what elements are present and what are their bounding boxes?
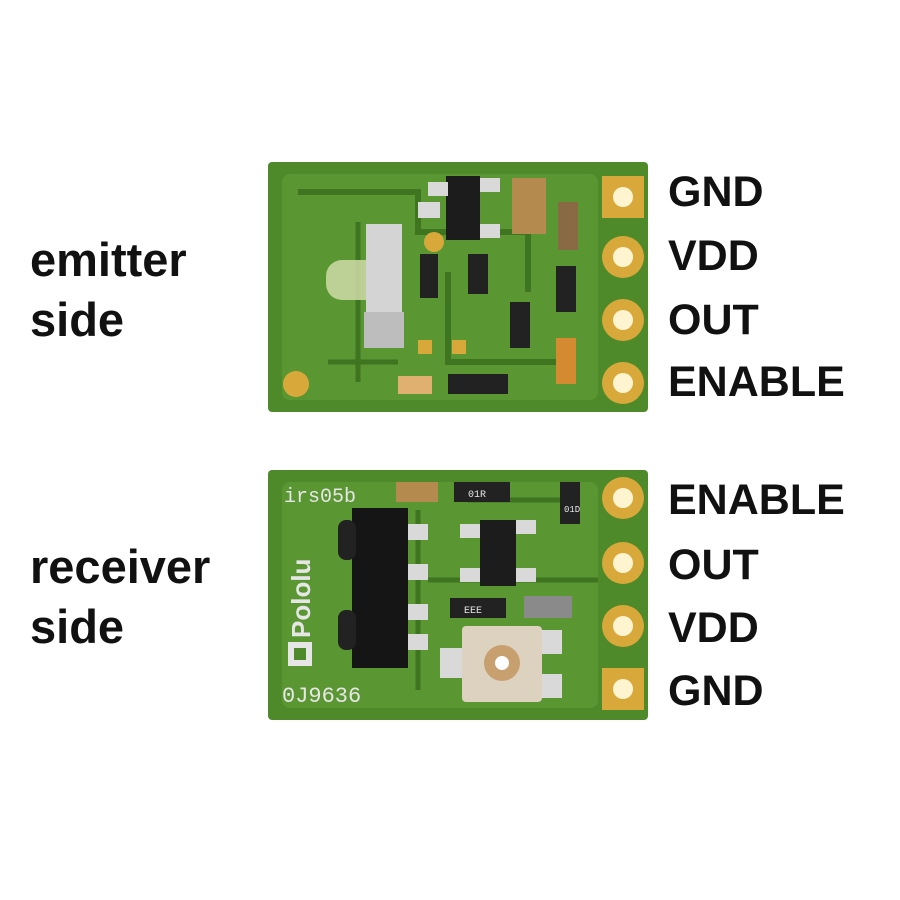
- receiver-board-photo: irs05b Pololu 0J9636 01R 01D EEE: [268, 470, 648, 720]
- emitter-pin-label: VDD: [668, 232, 759, 280]
- receiver-label-line2: side: [30, 600, 125, 653]
- emitter-label-line2: side: [30, 293, 125, 346]
- receiver-pin-label: ENABLE: [668, 476, 845, 524]
- emitter-side-label: emitter side: [30, 230, 187, 350]
- emitter-pin-label: ENABLE: [668, 358, 845, 406]
- receiver-pin-label: OUT: [668, 541, 759, 589]
- chip-mark: 01D: [564, 505, 580, 515]
- chip-mark: 01R: [468, 490, 486, 501]
- chip-mark: EEE: [464, 606, 482, 617]
- emitter-label-line1: emitter: [30, 233, 187, 286]
- silk-part-number: 0J9636: [282, 684, 361, 709]
- emitter-pin-label: GND: [668, 168, 764, 216]
- receiver-pin-label: GND: [668, 667, 764, 715]
- silk-model: irs05b: [284, 486, 356, 509]
- silk-brand: Pololu: [286, 559, 316, 638]
- receiver-pin-label: VDD: [668, 604, 759, 652]
- emitter-pin-label: OUT: [668, 296, 759, 344]
- emitter-board-photo: [268, 162, 648, 412]
- receiver-side-label: receiver side: [30, 537, 210, 657]
- receiver-label-line1: receiver: [30, 540, 211, 593]
